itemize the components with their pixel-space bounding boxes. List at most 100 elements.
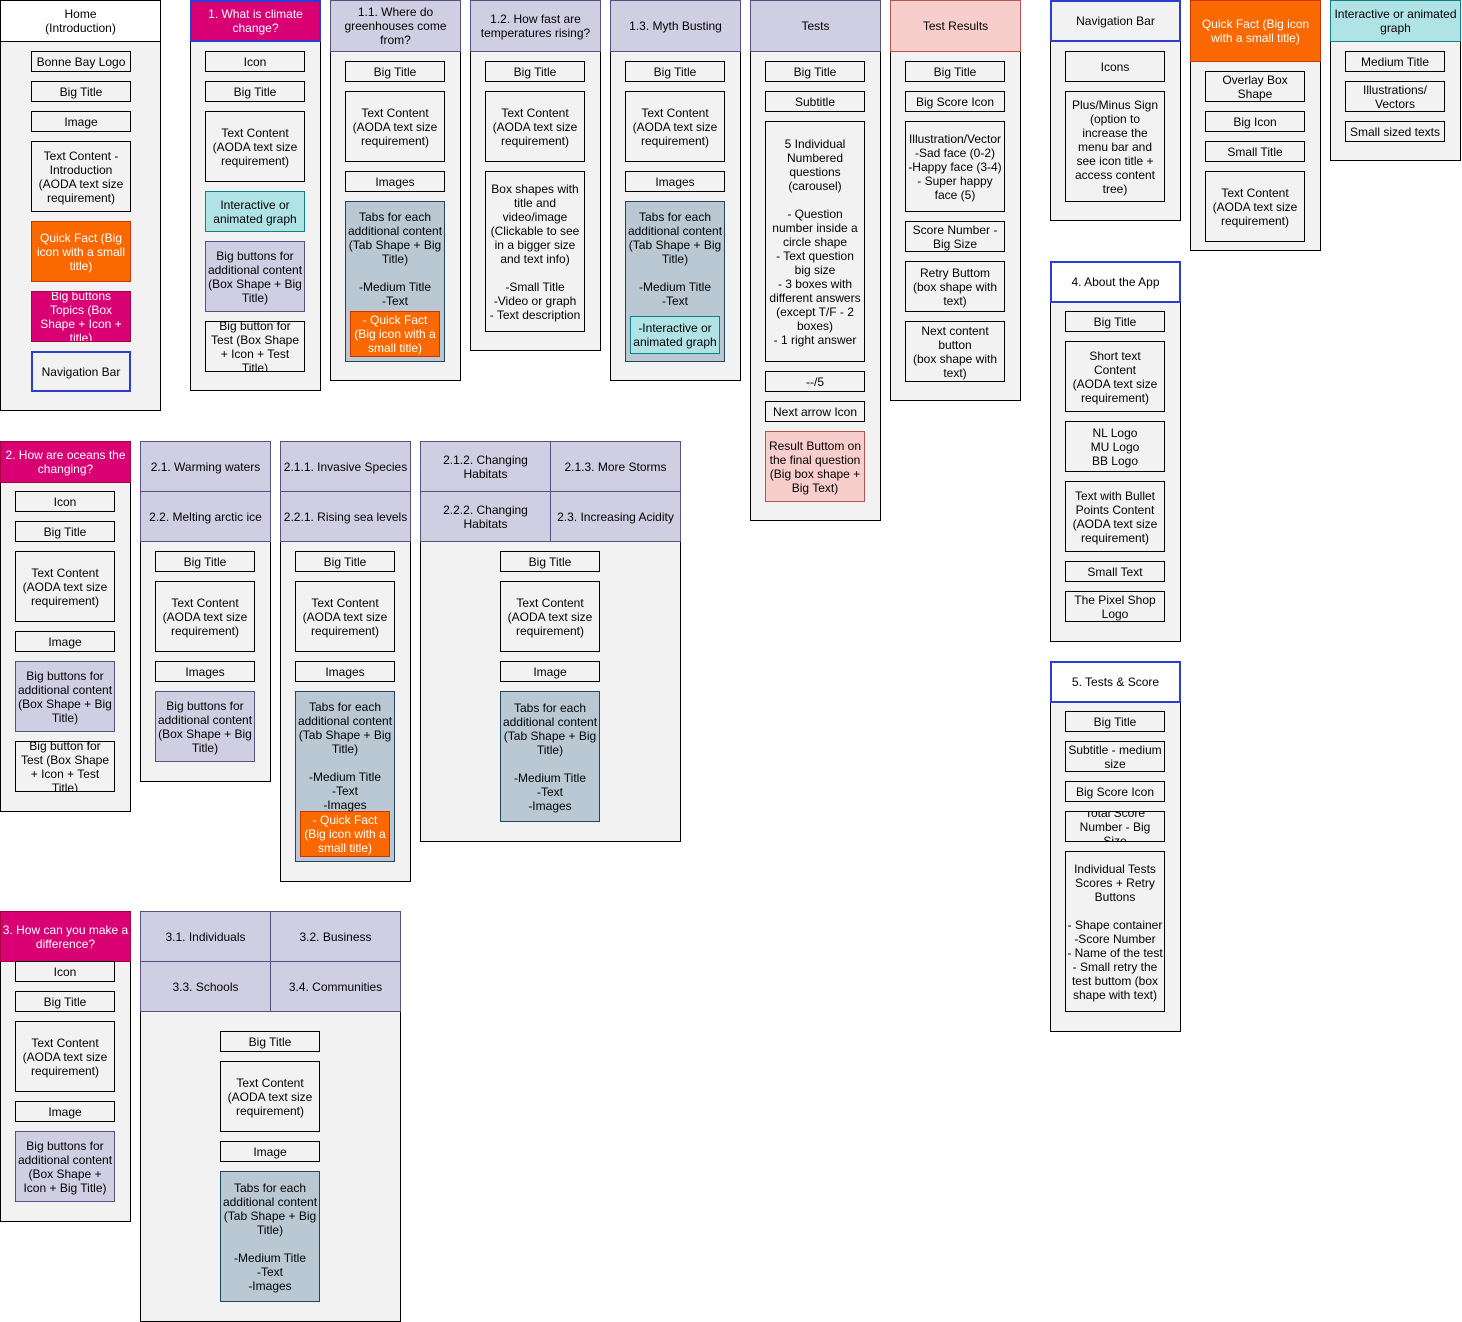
subtopic-header: 2.1.3. More Storms xyxy=(550,441,681,492)
subtopic-header: 3.1. Individuals xyxy=(140,911,271,962)
topic12-header: 1.2. How fast are temperatures rising? xyxy=(470,0,601,52)
node: Text Content (AODA text size requirement… xyxy=(1205,171,1305,242)
graph-header: Interactive or animated graph xyxy=(1330,0,1461,42)
node: Big buttons for additional content (Box … xyxy=(155,691,255,762)
node: Icon xyxy=(15,491,115,512)
node: Medium Title xyxy=(1345,51,1445,72)
node: Icon xyxy=(205,51,305,72)
node: Small sized texts xyxy=(1345,121,1445,142)
node: Result Buttom on the final question (Big… xyxy=(765,431,865,502)
node: -Interactive or animated graph xyxy=(630,316,720,354)
node: Image xyxy=(15,631,115,652)
node: Image xyxy=(220,1141,320,1162)
node: Text Content (AODA text size requirement… xyxy=(295,581,395,652)
node: Big Title xyxy=(345,61,445,82)
node: Big Title xyxy=(625,61,725,82)
node: Next arrow Icon xyxy=(765,401,865,422)
node: Big Title xyxy=(500,551,600,572)
topic11-header: 1.1. Where do greenhouses come from? xyxy=(330,0,461,52)
node: Bonne Bay Logo xyxy=(31,51,131,72)
node: Short text Content (AODA text size requi… xyxy=(1065,341,1165,412)
topic3-header: 3. How can you make a difference? xyxy=(0,911,131,962)
about-header: 4. About the App xyxy=(1050,261,1181,303)
node: Images xyxy=(295,661,395,682)
node: Text Content - Introduction (AODA text s… xyxy=(31,141,131,212)
node: Overlay Box Shape xyxy=(1205,71,1305,102)
node: Navigation Bar xyxy=(31,351,131,392)
node: Small Title xyxy=(1205,141,1305,162)
node: Big Title xyxy=(220,1031,320,1052)
node: Subtitle - medium size xyxy=(1065,741,1165,772)
node: Text Content (AODA text size requirement… xyxy=(155,581,255,652)
node: Big Title xyxy=(905,61,1005,82)
score-header: 5. Tests & Score xyxy=(1050,661,1181,703)
node: Big Score Icon xyxy=(905,91,1005,112)
node: Text Content (AODA text size requirement… xyxy=(625,91,725,162)
subtopic-header: 2.1.2. Changing Habitats xyxy=(420,441,551,492)
topic2-header: 2. How are oceans the changing? xyxy=(0,441,131,483)
node: Small Text xyxy=(1065,561,1165,582)
node: Retry Buttom (box shape with text) xyxy=(905,261,1005,312)
subtopic-header: 2.1. Warming waters xyxy=(140,441,271,492)
results-header: Test Results xyxy=(890,0,1021,52)
navbar-header: Navigation Bar xyxy=(1050,0,1181,42)
node: - Quick Fact (Big icon with a small titl… xyxy=(300,811,390,857)
node: Images xyxy=(345,171,445,192)
node: Big Title xyxy=(15,991,115,1012)
node: Images xyxy=(155,661,255,682)
node: Plus/Minus Sign (option to increase the … xyxy=(1065,91,1165,202)
node: Text with Bullet Points Content (AODA te… xyxy=(1065,481,1165,552)
node: Big button for Test (Box Shape + Icon + … xyxy=(205,321,305,372)
node: Text Content (AODA text size requirement… xyxy=(220,1061,320,1132)
home-header: Home (Introduction) xyxy=(0,0,161,42)
node: Total Score Number - Big Size xyxy=(1065,811,1165,842)
node: NL Logo MU Logo BB Logo xyxy=(1065,421,1165,472)
subtopic-header: 2.2.1. Rising sea levels xyxy=(280,491,411,542)
node: Text Content (AODA text size requirement… xyxy=(205,111,305,182)
node: Score Number - Big Size xyxy=(905,221,1005,252)
node: Images xyxy=(625,171,725,192)
node: Illustrations/ Vectors xyxy=(1345,81,1445,112)
node: Subtitle xyxy=(765,91,865,112)
node: Text Content (AODA text size requirement… xyxy=(345,91,445,162)
node: Image xyxy=(500,661,600,682)
node: Text Content (AODA text size requirement… xyxy=(15,1021,115,1092)
node: Big buttons for additional content (Box … xyxy=(15,1131,115,1202)
node: Big Icon xyxy=(1205,111,1305,132)
node: Big buttons for additional content (Box … xyxy=(15,661,115,732)
node: Text Content (AODA text size requirement… xyxy=(15,551,115,622)
node: Quick Fact (Big icon with a small title) xyxy=(31,221,131,282)
node: Big button for Test (Box Shape + Icon + … xyxy=(15,741,115,792)
node: --/5 xyxy=(765,371,865,392)
node: Big Title xyxy=(1065,311,1165,332)
node: Next content button (box shape with text… xyxy=(905,321,1005,382)
node: Tabs for each additional content (Tab Sh… xyxy=(220,1171,320,1302)
tests-header: Tests xyxy=(750,0,881,52)
node: Big Title xyxy=(15,521,115,542)
quickfact-header: Quick Fact (Big icon with a small title) xyxy=(1190,0,1321,62)
node: Big buttons Topics (Box Shape + Icon + t… xyxy=(31,291,131,342)
topic13-header: 1.3. Myth Busting xyxy=(610,0,741,52)
node: Big Title xyxy=(765,61,865,82)
node: Individual Tests Scores + Retry Buttons … xyxy=(1065,851,1165,1012)
node: Big buttons for additional content (Box … xyxy=(205,241,305,312)
node: Big Score Icon xyxy=(1065,781,1165,802)
node: - Quick Fact (Big icon with a small titl… xyxy=(350,311,440,357)
subtopic-header: 2.1.1. Invasive Species xyxy=(280,441,411,492)
node: Icons xyxy=(1065,51,1165,82)
node: Big Title xyxy=(31,81,131,102)
subtopic-header: 3.3. Schools xyxy=(140,961,271,1012)
node: The Pixel Shop Logo xyxy=(1065,591,1165,622)
node: Big Title xyxy=(205,81,305,102)
subtopic-header: 3.4. Communities xyxy=(270,961,401,1012)
subtopic-header: 2.2.2. Changing Habitats xyxy=(420,491,551,542)
node: Big Title xyxy=(295,551,395,572)
node: Big Title xyxy=(485,61,585,82)
subtopic-header: 2.2. Melting arctic ice xyxy=(140,491,271,542)
topic1-header: 1. What is climate change? xyxy=(190,0,321,42)
node: 5 Individual Numbered questions (carouse… xyxy=(765,121,865,362)
node: Big Title xyxy=(1065,711,1165,732)
node: Image xyxy=(15,1101,115,1122)
node: Text Content (AODA text size requirement… xyxy=(485,91,585,162)
node: Tabs for each additional content (Tab Sh… xyxy=(500,691,600,822)
